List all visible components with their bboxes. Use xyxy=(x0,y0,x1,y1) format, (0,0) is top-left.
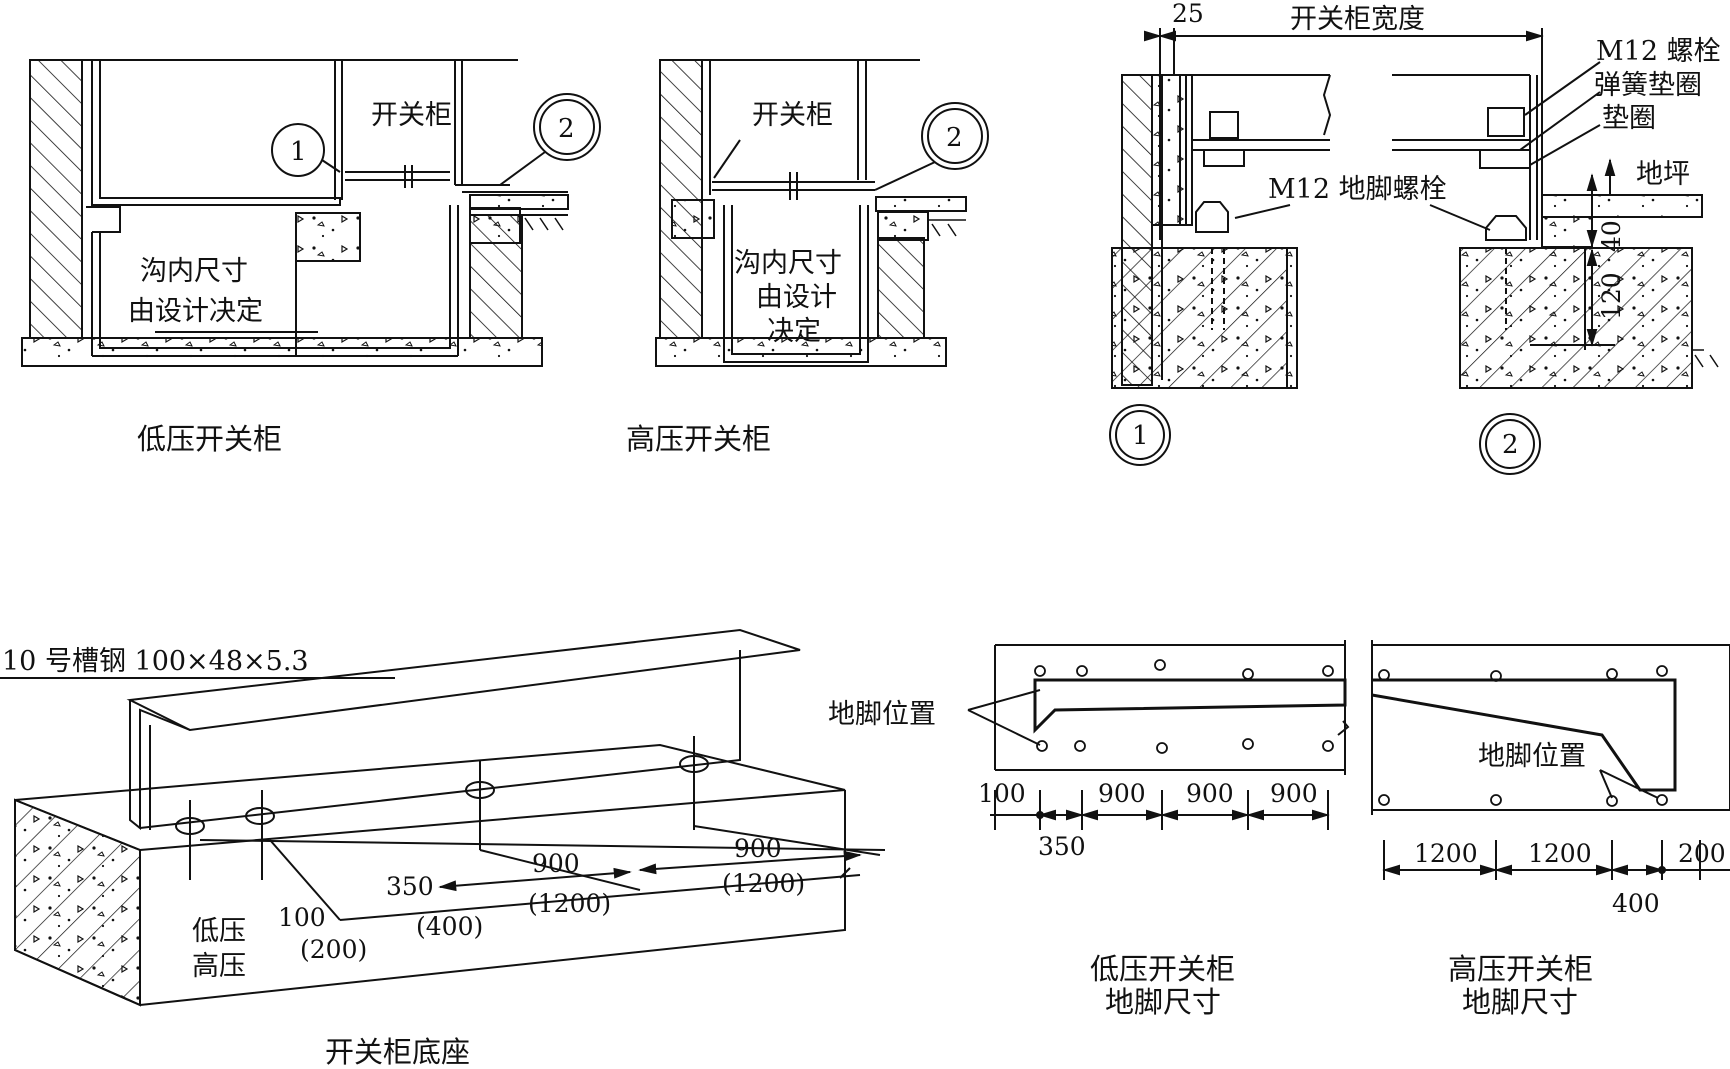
detail-1-label: 1 xyxy=(1132,421,1149,451)
hv-caption: 高压开关柜 xyxy=(626,422,771,456)
hv-cabinet-label: 开关柜 xyxy=(752,100,833,131)
lv-anchor-caption-2: 地脚尺寸 xyxy=(1105,985,1221,1019)
anchor-bolts xyxy=(175,736,709,880)
lv-caption: 低压开关柜 xyxy=(137,422,282,456)
hv-dim-200: 200 xyxy=(1678,839,1726,868)
bolt-label-m12: M12 螺栓 xyxy=(1596,36,1721,67)
low-voltage-section xyxy=(21,59,601,367)
hv-callout-2: 2 xyxy=(946,123,963,153)
hv-trench-note-2: 由设计 xyxy=(756,282,837,313)
hv-right-wall xyxy=(877,237,925,339)
lv-dim-350: 350 xyxy=(1038,832,1086,861)
hv-anchor-caption-2: 地脚尺寸 xyxy=(1462,985,1578,1019)
lv-cabinet-label: 开关柜 xyxy=(371,100,452,131)
lv-dim-900-a: 900 xyxy=(1098,779,1146,808)
base-slab xyxy=(21,337,543,367)
floor-label: 地坪 xyxy=(1636,159,1690,190)
dim-900-a: 900 xyxy=(532,849,580,878)
lv-callout-2: 2 xyxy=(558,114,575,144)
lv-trench-note-1: 沟内尺寸 xyxy=(140,256,248,287)
base-caption: 开关柜底座 xyxy=(325,1035,470,1069)
hv-anchor-position-label: 地脚位置 xyxy=(1478,741,1586,772)
low-voltage-label: 低压 xyxy=(192,916,246,947)
dim-1200-b: (1200) xyxy=(722,869,805,898)
lv-anchor-caption-1: 低压开关柜 xyxy=(1090,952,1235,986)
bolt-details xyxy=(1109,28,1719,475)
hv-trench-note-3: 决定 xyxy=(767,316,821,347)
hv-dim-400: 400 xyxy=(1612,889,1660,918)
anchor-holes xyxy=(1034,659,1668,807)
high-voltage-label: 高压 xyxy=(192,951,246,982)
lv-callout-1: 1 xyxy=(290,137,307,167)
detail-2-label: 2 xyxy=(1502,430,1519,460)
dim-200: (200) xyxy=(300,935,367,964)
hv-dim-1200-b: 1200 xyxy=(1528,839,1592,868)
anchor-plans xyxy=(967,640,1730,880)
anchor-bolt-label: M12 地脚螺栓 xyxy=(1268,174,1447,205)
dim-350: 350 xyxy=(386,872,434,901)
dim-25: 25 xyxy=(1172,0,1204,28)
lv-plan-outline xyxy=(994,644,1345,771)
lv-dim-900-c: 900 xyxy=(1270,779,1318,808)
dim-400: (400) xyxy=(416,912,483,941)
bolt-label-washer: 垫圈 xyxy=(1602,103,1656,134)
dim-1200-a: (1200) xyxy=(528,889,611,918)
lv-dim-900-b: 900 xyxy=(1186,779,1234,808)
hv-trench-note-1: 沟内尺寸 xyxy=(734,248,842,279)
dim-cabinet-width: 开关柜宽度 xyxy=(1290,4,1425,35)
lv-trench-note-2: 由设计决定 xyxy=(128,296,263,327)
lv-dim-100: 100 xyxy=(978,779,1026,808)
cabinet-frame xyxy=(91,60,341,206)
hv-dim-1200-a: 1200 xyxy=(1414,839,1478,868)
dim-100: 100 xyxy=(278,903,326,932)
hv-anchor-caption-1: 高压开关柜 xyxy=(1448,952,1593,986)
trench-lining xyxy=(91,205,459,357)
channel-spec: 10 号槽钢 100×48×5.3 xyxy=(2,646,309,677)
bolt-label-spring-washer: 弹簧垫圈 xyxy=(1594,70,1702,101)
lv-anchor-position-label: 地脚位置 xyxy=(828,699,936,730)
dim-40: 40 xyxy=(1597,220,1626,252)
high-voltage-section xyxy=(655,59,989,367)
dim-120: 120 xyxy=(1597,272,1626,320)
left-wall xyxy=(29,59,83,339)
hv-plan-outline xyxy=(1371,640,1730,815)
base-isometric xyxy=(0,628,886,1007)
dim-900-b: 900 xyxy=(734,834,782,863)
